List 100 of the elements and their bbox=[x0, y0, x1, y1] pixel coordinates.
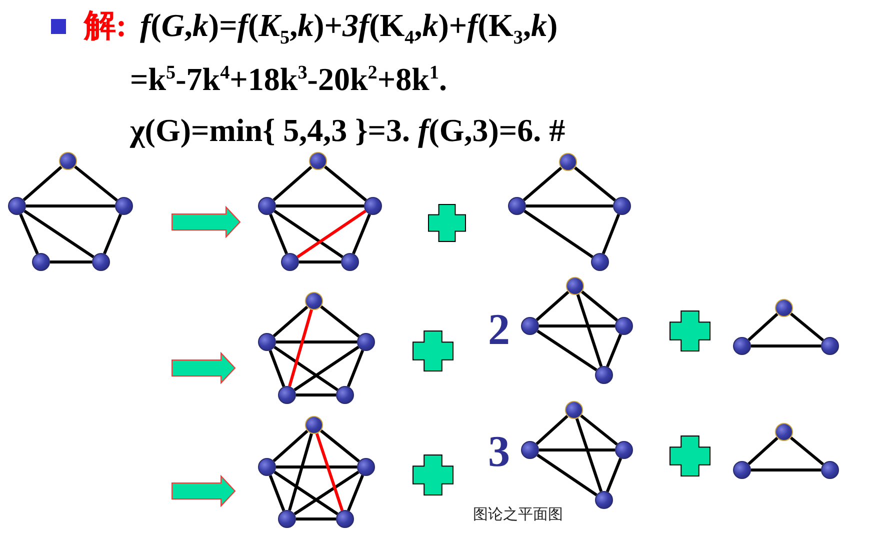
formula-text: 解: bbox=[84, 8, 127, 44]
graph-edge bbox=[74, 165, 118, 202]
graph-edge bbox=[276, 204, 364, 208]
formula-text: χ(G)=min{ 5,4,3 }=3. f(G,3)=6. # bbox=[130, 113, 566, 148]
graph-edge bbox=[790, 436, 824, 466]
graph-edge bbox=[294, 346, 360, 392]
graph-edge bbox=[536, 414, 568, 446]
graph-edge bbox=[294, 470, 360, 516]
graph-edge bbox=[276, 466, 357, 468]
multiplier-number: 2 bbox=[488, 306, 510, 354]
graph-edge bbox=[575, 418, 603, 492]
graph-edge bbox=[602, 214, 620, 254]
vertex-circle bbox=[357, 333, 375, 351]
vertex-circle bbox=[258, 333, 276, 351]
graph-edge bbox=[790, 312, 824, 342]
graph-edge bbox=[320, 305, 360, 338]
graph-edge bbox=[574, 166, 616, 202]
graph-edge bbox=[751, 468, 821, 472]
graph-edge bbox=[274, 210, 344, 258]
vertex-circle bbox=[336, 386, 354, 404]
vertex-circle bbox=[278, 510, 296, 528]
multiplier-number: 3 bbox=[488, 428, 510, 476]
vertex-circle bbox=[591, 253, 609, 271]
graph-edge bbox=[19, 214, 39, 254]
vertex-circle bbox=[357, 458, 375, 476]
graph-edge bbox=[50, 260, 92, 264]
graph-edge bbox=[536, 454, 598, 496]
vertex-circle bbox=[821, 337, 839, 355]
graph-edge bbox=[748, 436, 778, 466]
formula-text: f(G,k)=f(K$_{5}$,k)+3f(K$_{4}$,k)+f(K$_{3}$,k) bbox=[140, 8, 558, 48]
graph-edge bbox=[526, 204, 613, 208]
vertex-circle bbox=[364, 197, 382, 215]
vertex-circle bbox=[309, 152, 327, 170]
vertex-circle bbox=[258, 458, 276, 476]
graph-edge bbox=[539, 448, 615, 452]
graph-edge bbox=[274, 470, 338, 516]
graph-edge bbox=[581, 290, 618, 322]
vertex-circle bbox=[305, 292, 323, 310]
vertex-circle bbox=[615, 441, 633, 459]
graph-edge bbox=[268, 350, 286, 388]
graph-edge bbox=[580, 414, 618, 446]
graph-edge bbox=[268, 474, 286, 512]
vertex-circle bbox=[733, 337, 751, 355]
graph-edge bbox=[524, 210, 594, 258]
vertex-circle bbox=[521, 441, 539, 459]
graph-edge bbox=[269, 214, 288, 254]
graph-edge bbox=[536, 330, 598, 372]
graph-edge bbox=[103, 214, 122, 254]
caption-text: 图论之平面图 bbox=[473, 506, 563, 522]
vertex-circle bbox=[559, 153, 577, 171]
graph-edge bbox=[751, 344, 821, 348]
vertex-circle bbox=[521, 317, 539, 335]
vertex-circle bbox=[341, 253, 359, 271]
vertex-circle bbox=[32, 253, 50, 271]
graph-edge bbox=[272, 306, 308, 338]
vertex-circle bbox=[821, 461, 839, 479]
graph-edge bbox=[288, 433, 313, 511]
graph-edge bbox=[522, 166, 562, 202]
graph-edge bbox=[274, 346, 338, 392]
vertex-circle bbox=[508, 197, 526, 215]
vertex-circle bbox=[258, 197, 276, 215]
vertex-circle bbox=[566, 277, 584, 295]
graph-edge bbox=[536, 290, 570, 322]
vertex-circle bbox=[613, 197, 631, 215]
vertex-circle bbox=[281, 253, 299, 271]
vertex-circle bbox=[336, 510, 354, 528]
vertex-circle bbox=[278, 386, 296, 404]
graph-edge bbox=[320, 429, 360, 463]
vertex-circle bbox=[59, 152, 77, 170]
graph-edge bbox=[352, 214, 371, 254]
graph-edge bbox=[748, 312, 778, 342]
graph-edge bbox=[324, 166, 367, 202]
graph-edge bbox=[606, 458, 622, 492]
vertex-circle bbox=[305, 416, 323, 434]
graph-edge bbox=[272, 166, 312, 202]
graph-edge bbox=[539, 324, 615, 328]
graph-edge bbox=[315, 433, 344, 511]
vertex-circle bbox=[733, 461, 751, 479]
vertex-circle bbox=[8, 197, 26, 215]
vertex-circle bbox=[92, 253, 110, 271]
graph-edge bbox=[272, 430, 308, 462]
vertex-circle bbox=[615, 317, 633, 335]
graph-edge bbox=[296, 518, 336, 520]
graph-edge bbox=[606, 334, 622, 368]
graph-edge bbox=[24, 210, 94, 258]
graph-edge bbox=[22, 166, 62, 202]
graph-edge bbox=[276, 340, 357, 344]
graph-edge bbox=[296, 394, 336, 396]
graph-edge bbox=[576, 294, 603, 367]
vertex-circle bbox=[595, 491, 613, 509]
graph-edge bbox=[346, 350, 364, 388]
graph-edge bbox=[26, 204, 115, 208]
vertex-circle bbox=[595, 366, 613, 384]
formula-text: =k$^{5}$-7k$^{4}$+18k$^{3}$-20k$^{2}$+8k$^{1}$. bbox=[130, 62, 447, 98]
graph-edge bbox=[296, 210, 366, 258]
vertex-circle bbox=[775, 299, 793, 317]
vertex-circle bbox=[775, 423, 793, 441]
vertex-circle bbox=[115, 197, 133, 215]
vertex-circle bbox=[565, 401, 583, 419]
graph-edge bbox=[299, 260, 341, 264]
